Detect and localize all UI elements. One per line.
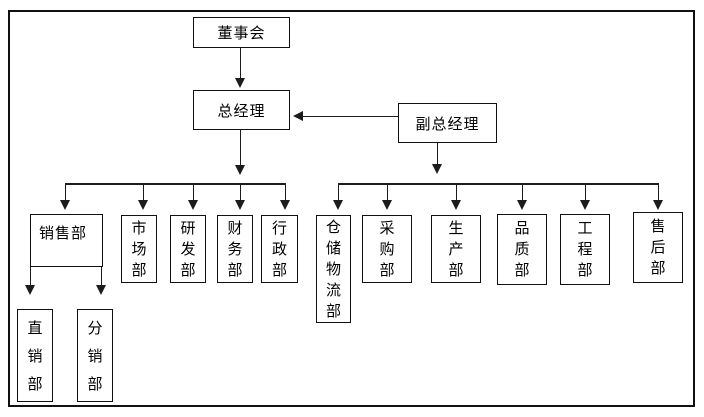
edge-drop-sales-line — [65, 184, 66, 200]
edge-sales-direct-arrow — [25, 285, 35, 295]
edge-drop-production-line — [456, 184, 457, 200]
edge-drop-production-arrow — [451, 200, 461, 210]
node-quality-dept: 品 质 部 — [497, 214, 547, 285]
node-distribution-dept: 分 销 部 — [77, 309, 113, 402]
left-branch-bus-line — [65, 183, 286, 185]
node-production-dept-label: 生 产 部 — [448, 218, 464, 279]
edge-drop-finance-arrow — [235, 200, 245, 210]
node-finance-dept: 财 务 部 — [217, 215, 253, 283]
node-distribution-dept-label: 分 销 部 — [87, 318, 103, 393]
node-admin-dept: 行 政 部 — [261, 215, 298, 283]
node-rnd-dept: 研 发 部 — [170, 215, 206, 283]
edge-drop-after-sales-line — [658, 184, 659, 200]
node-warehouse-logistics-dept: 仓 储 物 流 部 — [316, 215, 351, 323]
edge-sales-direct-line — [30, 267, 31, 285]
node-general-manager-label: 总经理 — [217, 101, 266, 120]
edge-board-gm-line — [240, 48, 241, 78]
chart-outer-border — [8, 10, 695, 407]
node-after-sales-dept: 售 后 部 — [633, 212, 683, 283]
node-warehouse-logistics-dept-label: 仓 储 物 流 部 — [325, 217, 341, 320]
node-engineering-dept: 工 程 部 — [560, 214, 610, 285]
node-finance-dept-label: 财 务 部 — [227, 218, 243, 279]
node-sales-dept-label: 销售部 — [39, 224, 88, 242]
edge-dgm-gm-arrow — [293, 111, 303, 121]
node-general-manager: 总经理 — [193, 90, 290, 130]
node-deputy-general-manager-label: 副总经理 — [415, 114, 480, 133]
edge-drop-marketing-arrow — [138, 200, 148, 210]
edge-drop-sales-arrow — [60, 200, 70, 210]
node-sales-dept: 销售部 — [30, 214, 103, 267]
edge-sales-distribution-arrow — [96, 285, 106, 295]
node-rnd-dept-label: 研 发 部 — [180, 218, 196, 279]
edge-drop-after-sales-arrow — [653, 200, 663, 210]
edge-sales-distribution-line — [101, 267, 102, 285]
edge-drop-engineering-line — [585, 184, 586, 200]
edge-drop-quality-line — [522, 184, 523, 200]
edge-board-gm-arrow — [235, 78, 245, 88]
node-direct-sales-dept: 直 销 部 — [17, 309, 53, 402]
edge-drop-warehouse-line — [338, 184, 339, 200]
node-engineering-dept-label: 工 程 部 — [577, 219, 593, 279]
node-production-dept: 生 产 部 — [431, 215, 481, 283]
edge-drop-engineering-arrow — [580, 200, 590, 210]
edge-drop-finance-line — [240, 184, 241, 200]
edge-drop-warehouse-arrow — [333, 200, 343, 210]
node-after-sales-dept-label: 售 后 部 — [650, 217, 666, 277]
edge-drop-marketing-line — [143, 184, 144, 200]
edge-gm-leftbus-line — [240, 130, 241, 165]
node-marketing-dept: 市 场 部 — [121, 215, 157, 283]
node-purchasing-dept: 采 购 部 — [362, 215, 412, 283]
edge-drop-purchasing-line — [387, 184, 388, 200]
node-board: 董事会 — [193, 17, 290, 48]
node-quality-dept-label: 品 质 部 — [514, 219, 530, 279]
node-board-label: 董事会 — [217, 24, 266, 42]
node-deputy-general-manager: 副总经理 — [398, 103, 497, 143]
edge-drop-admin-line — [285, 184, 286, 200]
edge-dgm-gm-line — [303, 116, 398, 117]
edge-drop-rnd-arrow — [188, 200, 198, 210]
node-admin-dept-label: 行 政 部 — [271, 218, 287, 279]
node-purchasing-dept-label: 采 购 部 — [379, 218, 395, 279]
edge-drop-quality-arrow — [517, 200, 527, 210]
edge-dgm-rightbus-arrow — [432, 164, 442, 174]
edge-drop-admin-arrow — [280, 200, 290, 210]
right-branch-bus-line — [338, 183, 659, 185]
node-marketing-dept-label: 市 场 部 — [131, 218, 147, 279]
edge-gm-leftbus-arrow — [235, 165, 245, 175]
edge-drop-purchasing-arrow — [382, 200, 392, 210]
edge-drop-rnd-line — [193, 184, 194, 200]
node-direct-sales-dept-label: 直 销 部 — [27, 318, 43, 393]
edge-dgm-rightbus-line — [437, 143, 438, 164]
